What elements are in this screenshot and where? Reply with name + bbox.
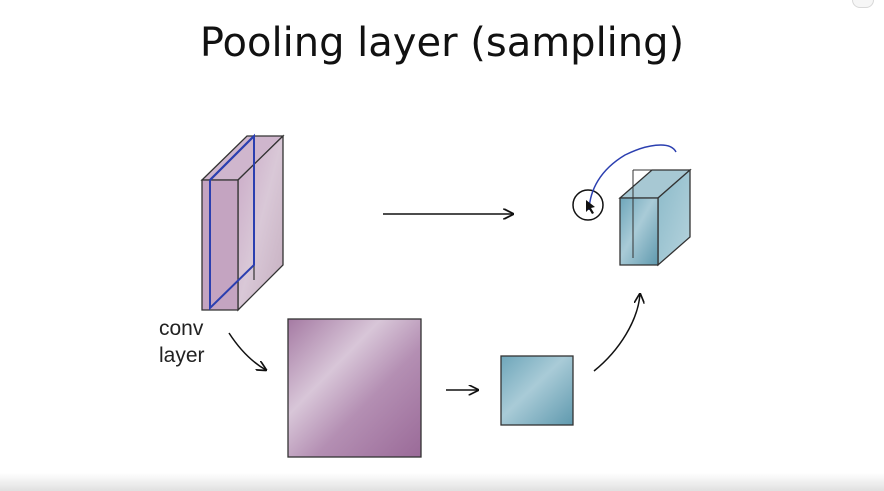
pen-annotation bbox=[572, 144, 677, 221]
conv-layer-volume bbox=[200, 133, 285, 312]
pooled-map bbox=[500, 355, 574, 426]
pooled-volume bbox=[618, 168, 692, 267]
stack-arrow bbox=[593, 294, 640, 372]
cursor-icon bbox=[586, 200, 595, 214]
conv-arrow bbox=[228, 332, 266, 370]
conv-label-line2: layer bbox=[159, 344, 205, 367]
video-bottom-shade bbox=[0, 473, 884, 491]
feature-map bbox=[287, 318, 422, 458]
conv-label-line1: conv bbox=[159, 317, 204, 340]
slide-title: Pooling layer (sampling) bbox=[199, 20, 685, 66]
